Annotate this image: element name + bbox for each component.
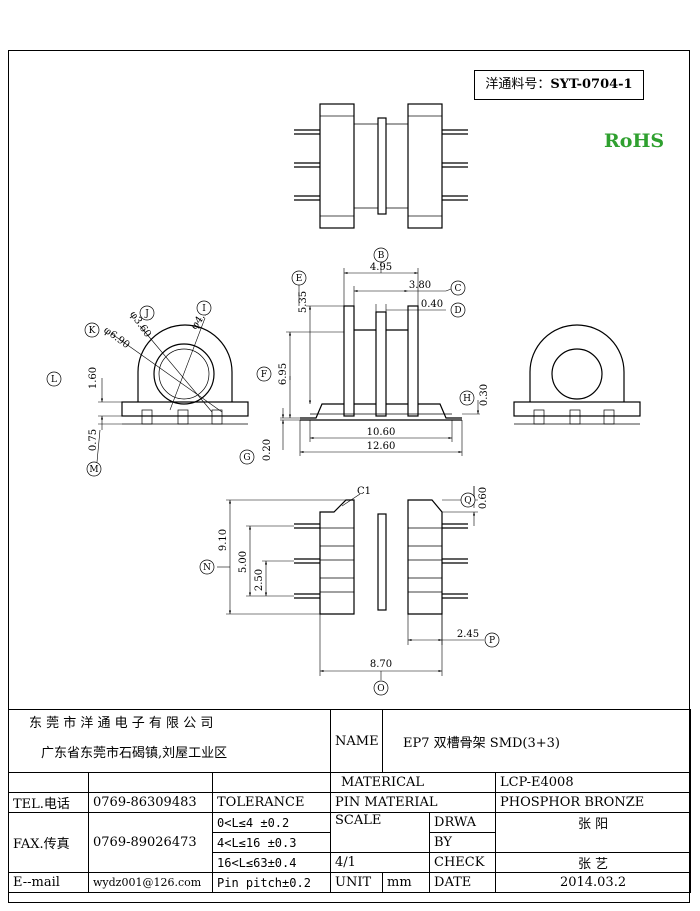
dim-h-value: 0.30 xyxy=(479,384,490,406)
dim-c-value: 3.80 xyxy=(409,280,431,291)
blank-cell xyxy=(211,772,332,793)
part-number-value: SYT-0704-1 xyxy=(550,77,633,92)
balloon-j: J xyxy=(144,309,149,319)
blank-cell xyxy=(88,772,213,793)
scale-label: SCALE xyxy=(330,812,431,853)
company-info: 东 莞 市 洋 通 电 子 有 限 公 司 广东省东莞市石碣镇,刘屋工业区 xyxy=(7,709,332,773)
dim-o-value: 8.70 xyxy=(370,659,392,670)
balloon-i: I xyxy=(202,304,206,314)
dimension-lines xyxy=(96,262,484,680)
dim-k-value: φ6.90 xyxy=(101,325,131,351)
balloon-h: H xyxy=(463,394,471,404)
pin-material-value: PHOSPHOR BRONZE xyxy=(495,792,692,813)
blank-cell xyxy=(8,772,89,793)
dim-c1-value: C1 xyxy=(357,486,371,497)
drawing-frame xyxy=(8,50,690,903)
name-label: NAME xyxy=(330,709,384,773)
date-value: 2014.03.2 xyxy=(495,872,692,893)
tel-value: 0769-86309483 xyxy=(88,792,213,813)
bottom-view xyxy=(294,499,468,615)
company-address: 广东省东莞市石碣镇,刘屋工业区 xyxy=(41,746,228,761)
dim-a-value: 12.60 xyxy=(367,441,396,452)
balloon-q: Q xyxy=(464,496,471,506)
dim-e-value: 5.35 xyxy=(298,291,309,313)
tel-label: TEL.电话 xyxy=(8,792,89,813)
dim-m-value: 0.75 xyxy=(88,429,99,451)
right-side-view xyxy=(513,324,641,425)
unit-value: mm xyxy=(382,872,431,893)
front-view xyxy=(300,305,462,421)
drwa-by-label-1: DRWA xyxy=(429,812,497,833)
material-value: LCP-E4008 xyxy=(495,772,692,793)
balloon-e: E xyxy=(296,274,303,284)
checked-by: 张 艺 xyxy=(495,852,692,873)
company-name: 东 莞 市 洋 通 电 子 有 限 公 司 xyxy=(29,716,214,731)
name-value: EP7 双槽骨架 SMD(3+3) xyxy=(382,709,692,773)
balloons: B C D E F G H I J K L M N O P Q xyxy=(46,247,500,696)
balloon-f: F xyxy=(261,370,267,380)
tolerance-1: 0<L≤4 ±0.2 xyxy=(211,812,332,833)
rohs-mark: RoHS xyxy=(604,130,665,152)
dim-n-value: 9.10 xyxy=(218,529,229,551)
balloon-p: P xyxy=(489,636,495,646)
part-number-label: 洋通料号： xyxy=(485,77,551,92)
balloon-n: N xyxy=(203,563,211,573)
dim-g-value: 0.20 xyxy=(262,439,273,461)
drawn-by: 张 阳 xyxy=(495,812,692,853)
dim-f-value: 6.95 xyxy=(278,363,289,385)
dim-5-00-value: 5.00 xyxy=(238,551,249,573)
check-label: CHECK xyxy=(429,852,497,873)
tolerance-2: 4<L≤16 ±0.3 xyxy=(211,832,332,853)
pin-material-label: PIN MATERIAL xyxy=(330,792,497,813)
dimension-texts: 4.95 3.80 0.40 5.35 6.95 0.20 0.30 10.60… xyxy=(88,262,490,670)
unit-label: UNIT xyxy=(330,872,384,893)
part-number-box: 洋通料号：SYT-0704-1 xyxy=(474,70,644,100)
top-view xyxy=(294,103,468,229)
email-value: wydz001@126.com xyxy=(88,872,213,893)
scale-value: 4/1 xyxy=(330,852,431,873)
tolerance-4: Pin pitch±0.2 xyxy=(211,872,332,893)
dim-2-50-value: 2.50 xyxy=(254,569,265,591)
balloon-g: G xyxy=(243,453,250,463)
material-label: MATERICAL xyxy=(330,772,497,793)
balloon-d: D xyxy=(454,306,461,316)
fax-label: FAX.传真 xyxy=(8,812,89,873)
balloon-k: K xyxy=(89,326,96,336)
dim-inner-10-60-value: 10.60 xyxy=(367,427,396,438)
balloon-m: M xyxy=(89,465,98,475)
tolerance-label: TOLERANCE xyxy=(211,792,332,813)
dim-l-value: 1.60 xyxy=(88,367,99,389)
dim-b-value: 4.95 xyxy=(370,262,392,273)
balloon-c: C xyxy=(455,284,462,294)
dim-p-value: 2.45 xyxy=(457,629,479,640)
date-label: DATE xyxy=(429,872,497,893)
email-label: E--mail xyxy=(8,872,89,893)
balloon-b: B xyxy=(378,251,385,261)
title-block: 东 莞 市 洋 通 电 子 有 限 公 司 广东省东莞市石碣镇,刘屋工业区 NA… xyxy=(7,709,692,893)
balloon-l: L xyxy=(51,375,57,385)
dim-d-value: 0.40 xyxy=(421,299,443,310)
left-side-view xyxy=(111,317,249,425)
dim-q-value: 0.60 xyxy=(478,487,489,509)
tolerance-3: 16<L≤63±0.4 xyxy=(211,852,332,873)
drwa-by-label-2: BY xyxy=(429,832,497,853)
fax-value: 0769-89026473 xyxy=(88,812,213,873)
balloon-o: O xyxy=(377,684,384,694)
